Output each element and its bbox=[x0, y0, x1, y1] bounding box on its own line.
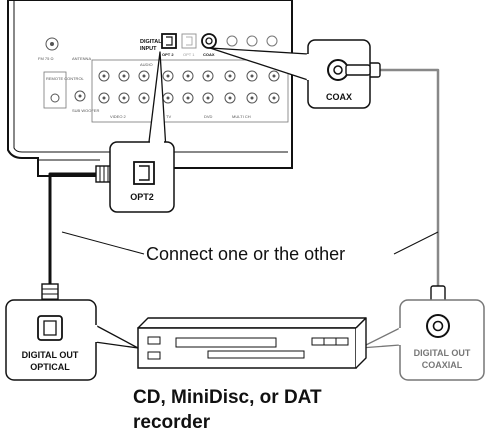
av-jack-centers-icon bbox=[102, 74, 276, 100]
device-caption-line-2: recorder bbox=[133, 412, 211, 433]
coax-callout-label: COAX bbox=[326, 92, 352, 102]
optical-out-jack-icon bbox=[37, 315, 63, 341]
remote-box bbox=[43, 71, 67, 109]
coax-input-jack-icon bbox=[201, 33, 217, 49]
display-window bbox=[207, 350, 305, 359]
dvd-label: DVD bbox=[204, 114, 213, 119]
source-device bbox=[137, 317, 367, 369]
coax-out-jack-icon bbox=[426, 314, 450, 338]
coaxial-cable bbox=[361, 62, 446, 309]
digital-out-optical-callout: DIGITAL OUT OPTICAL bbox=[5, 299, 139, 381]
digital-input-label-1: DIGITAL bbox=[140, 39, 162, 45]
extra-jacks-icon bbox=[226, 35, 278, 47]
av-jack-row-2-icon bbox=[98, 92, 280, 104]
fm-antenna-jack-icon bbox=[45, 37, 59, 51]
digital-input-label-2: INPUT bbox=[140, 46, 157, 52]
connect-leader-left bbox=[61, 231, 145, 255]
connect-leader-right bbox=[393, 231, 439, 255]
remote-control-jack-icon bbox=[50, 93, 60, 103]
antenna-label: ANTENNA bbox=[72, 56, 91, 61]
subwoofer-jack-icon bbox=[74, 90, 86, 102]
coax-out-label-1: DIGITAL OUT bbox=[414, 348, 471, 358]
coax-out-label-2: COAXIAL bbox=[422, 360, 463, 370]
av-jack-row-1-icon bbox=[98, 70, 280, 82]
tv-label: TV bbox=[166, 114, 171, 119]
opt2-callout-jack-icon bbox=[133, 161, 155, 185]
opt1-small-label: OPT 1 bbox=[183, 52, 195, 57]
disc-tray bbox=[175, 337, 277, 348]
coax-small-label: COAX bbox=[203, 52, 215, 57]
opt2-callout-label: OPT2 bbox=[130, 192, 154, 202]
multi-ch-label: MULTI CH bbox=[232, 114, 251, 119]
coax-callout-jack-icon bbox=[327, 59, 371, 81]
video2-label: VIDEO 2 bbox=[110, 114, 127, 119]
coax-callout: COAX bbox=[209, 39, 371, 109]
opt2-optical-jack-icon bbox=[161, 33, 177, 49]
av-jack-panel bbox=[91, 59, 289, 123]
optical-out-label-2: OPTICAL bbox=[30, 362, 70, 372]
device-caption: CD, MiniDisc, or DAT recorder bbox=[133, 385, 393, 435]
fm-label: FM 75 Ω bbox=[38, 56, 53, 61]
opt1-optical-jack-icon bbox=[181, 33, 197, 49]
optical-out-label-1: DIGITAL OUT bbox=[22, 350, 79, 360]
subwoofer-label: SUB WOOFER bbox=[72, 108, 99, 113]
remote-label: REMOTE CONTROL bbox=[46, 76, 85, 81]
audio-label: AUDIO bbox=[140, 62, 153, 67]
opt2-small-label: OPT 2 bbox=[162, 52, 174, 57]
connect-one-or-other-text: Connect one or the other bbox=[146, 244, 345, 264]
digital-out-coaxial-callout: DIGITAL OUT COAXIAL bbox=[359, 299, 485, 381]
opt2-callout: OPT2 bbox=[109, 51, 175, 213]
device-caption-line-1: CD, MiniDisc, or DAT bbox=[133, 387, 322, 408]
